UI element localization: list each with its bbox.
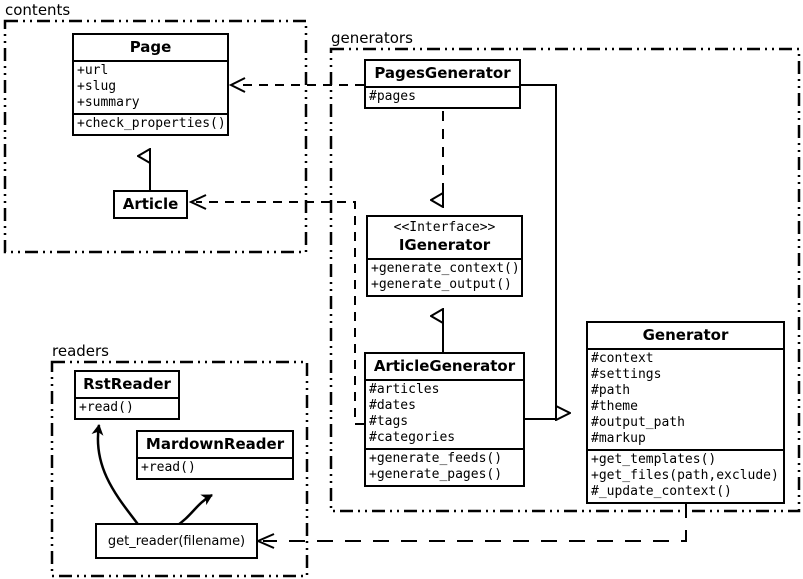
attribute-row: #pages	[369, 89, 416, 104]
class-box-pagesgenerator[interactable]: PagesGenerator #pages	[364, 59, 521, 109]
class-methods-mardownreader: +read()	[138, 457, 292, 478]
method-row: +read()	[141, 460, 196, 475]
class-box-page[interactable]: Page +url +slug +summary +check_properti…	[72, 33, 229, 136]
attribute-row: +url	[77, 63, 109, 78]
attribute-row: +slug	[77, 79, 117, 94]
attribute-row: #articles	[369, 382, 440, 397]
method-row: #_update_context()	[591, 484, 732, 499]
class-methods-page: +check_properties()	[74, 113, 227, 134]
class-attributes-generator: #context #settings #path #theme #output_…	[588, 348, 783, 449]
attribute-row: #context	[591, 351, 654, 366]
class-name-page: Page	[129, 38, 172, 56]
class-attributes-pagesgenerator: #pages	[366, 86, 519, 107]
attribute-row: +summary	[77, 95, 140, 110]
class-name-generator: Generator	[642, 326, 729, 344]
function-label-get-reader: get_reader(filename)	[107, 533, 246, 549]
relation-pagesgenerator-uses-page	[228, 77, 364, 93]
attribute-row: #theme	[591, 399, 638, 414]
method-row: +read()	[79, 400, 134, 415]
package-label-generators: generators	[331, 29, 413, 47]
class-box-generator[interactable]: Generator #context #settings #path #them…	[586, 321, 785, 504]
class-box-article[interactable]: Article	[113, 190, 188, 219]
function-box-get-reader[interactable]: get_reader(filename)	[95, 523, 258, 559]
class-name-pagesgenerator: PagesGenerator	[374, 64, 511, 82]
class-stereotype-igenerator: <<Interface>>	[393, 220, 496, 235]
class-box-mardownreader[interactable]: MardownReader +read()	[136, 430, 294, 480]
class-name-rstreader: RstReader	[83, 375, 171, 393]
relation-articlegenerator-uses-article	[188, 194, 364, 425]
class-methods-rstreader: +read()	[76, 397, 178, 418]
attribute-row: #settings	[591, 367, 662, 382]
class-attributes-articlegenerator: #articles #dates #tags #categories	[366, 379, 523, 448]
class-methods-igenerator: +generate_context() +generate_output()	[368, 258, 521, 295]
method-row: +generate_output()	[371, 277, 512, 292]
class-box-igenerator[interactable]: <<Interface>> IGenerator +generate_conte…	[366, 215, 523, 297]
relation-generators-extend-generator	[521, 84, 570, 419]
class-box-articlegenerator[interactable]: ArticleGenerator #articles #dates #tags …	[364, 352, 525, 487]
class-box-rstreader[interactable]: RstReader +read()	[74, 370, 180, 420]
attribute-row: #path	[591, 383, 631, 398]
attribute-row: #dates	[369, 398, 416, 413]
method-row: +generate_feeds()	[369, 451, 503, 466]
attribute-row: #markup	[591, 431, 646, 446]
attribute-row: #categories	[369, 430, 456, 445]
package-label-readers: readers	[52, 342, 109, 360]
class-name-article: Article	[122, 195, 179, 213]
package-label-contents: contents	[5, 1, 71, 19]
class-methods-articlegenerator: +generate_feeds() +generate_pages()	[366, 448, 523, 485]
method-row: +get_files(path,exclude)	[591, 468, 779, 483]
class-name-mardownreader: MardownReader	[145, 435, 285, 453]
attribute-row: #tags	[369, 414, 409, 429]
class-methods-generator: +get_templates() +get_files(path,exclude…	[588, 449, 783, 502]
class-name-igenerator: IGenerator	[398, 236, 491, 254]
attribute-row: #output_path	[591, 415, 685, 430]
class-name-articlegenerator: ArticleGenerator	[373, 357, 516, 375]
method-row: +generate_context()	[371, 261, 520, 276]
method-row: +check_properties()	[77, 116, 226, 131]
relation-getreader-returns-rstreader	[91, 424, 142, 528]
class-attributes-page: +url +slug +summary	[74, 60, 227, 113]
relation-generator-uses-getreader	[255, 502, 687, 549]
method-row: +get_templates()	[591, 452, 717, 467]
method-row: +generate_pages()	[369, 467, 503, 482]
